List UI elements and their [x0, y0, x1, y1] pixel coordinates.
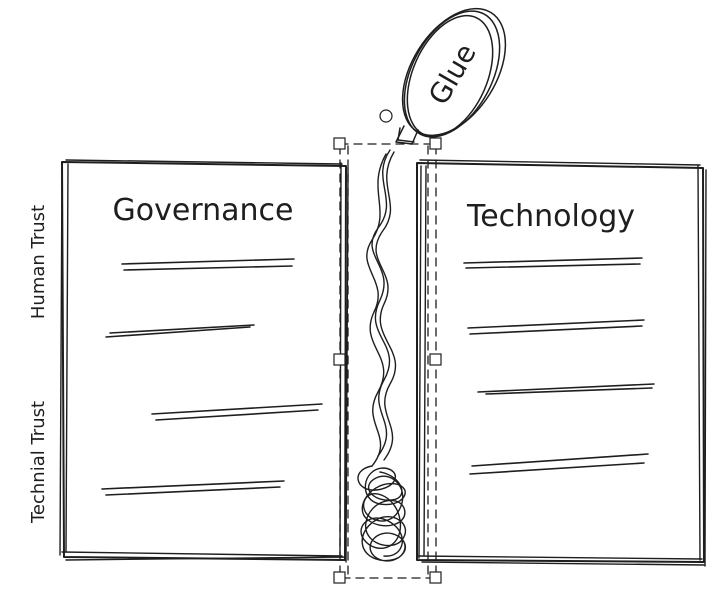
rotate-handle-icon[interactable]	[379, 109, 393, 123]
resize-handle-icon[interactable]	[429, 137, 442, 150]
technology-text-lines	[463, 257, 655, 475]
technology-panel[interactable]: Technology	[416, 159, 707, 567]
selection-box[interactable]	[333, 109, 442, 584]
resize-handle-icon[interactable]	[429, 353, 442, 366]
glue-label: Glue	[422, 38, 483, 110]
governance-title: Governance	[113, 193, 294, 228]
technical-trust-label: Technial Trust	[28, 401, 49, 524]
resize-handle-icon[interactable]	[429, 571, 442, 584]
resize-handle-icon[interactable]	[333, 571, 346, 584]
governance-panel[interactable]: Governance	[59, 159, 349, 563]
glue-bubble[interactable]: Glue	[381, 0, 526, 154]
human-trust-label: Human Trust	[28, 205, 49, 319]
technology-title: Technology	[466, 199, 635, 234]
resize-handle-icon[interactable]	[333, 137, 346, 150]
governance-text-lines	[101, 258, 323, 496]
resize-handle-icon[interactable]	[333, 353, 346, 366]
glue-scribble[interactable]	[357, 149, 407, 562]
